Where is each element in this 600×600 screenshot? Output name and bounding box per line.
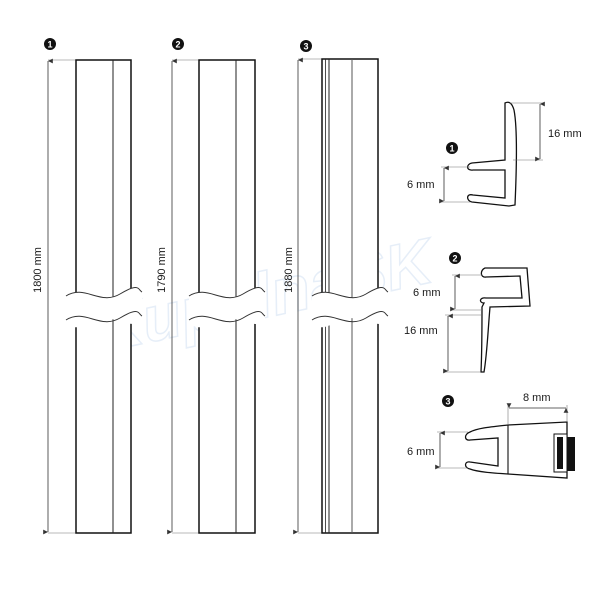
profile-2: 2 6 mm 16 mm [404,252,531,374]
strip-1: 1 1800 mm [32,38,143,535]
profile-number: 1 [449,144,454,154]
profile-number: 2 [452,254,457,264]
strip-3: 3 1880 mm [283,40,389,535]
number-badge [44,38,56,50]
profile-3: 3 8 mm 6 mm [407,392,575,479]
number-badge [300,40,312,52]
fin-height-label: 16 mm [548,128,582,140]
gap-label: 6 mm [407,446,435,458]
strip-number: 2 [175,40,180,50]
strip-number: 3 [303,42,308,52]
gap-label: 6 mm [407,179,435,191]
profile-shape [479,267,531,373]
number-badge [172,38,184,50]
profile-shape [464,421,568,479]
length-label: 1880 mm [283,247,295,293]
width-label: 8 mm [523,392,551,404]
watermark: KupelnaSK [89,224,443,366]
profile-1: 1 16 mm 6 mm [407,101,582,207]
profile-shape [466,101,518,207]
magnet-strip [557,437,563,469]
profile-number: 3 [445,397,450,407]
strip-number: 1 [47,40,52,50]
length-label: 1790 mm [156,247,168,293]
length-label: 1800 mm [32,247,44,293]
gap-label: 6 mm [413,287,441,299]
strip-2: 2 1790 mm [156,38,266,535]
fin-height-label: 16 mm [404,325,438,337]
